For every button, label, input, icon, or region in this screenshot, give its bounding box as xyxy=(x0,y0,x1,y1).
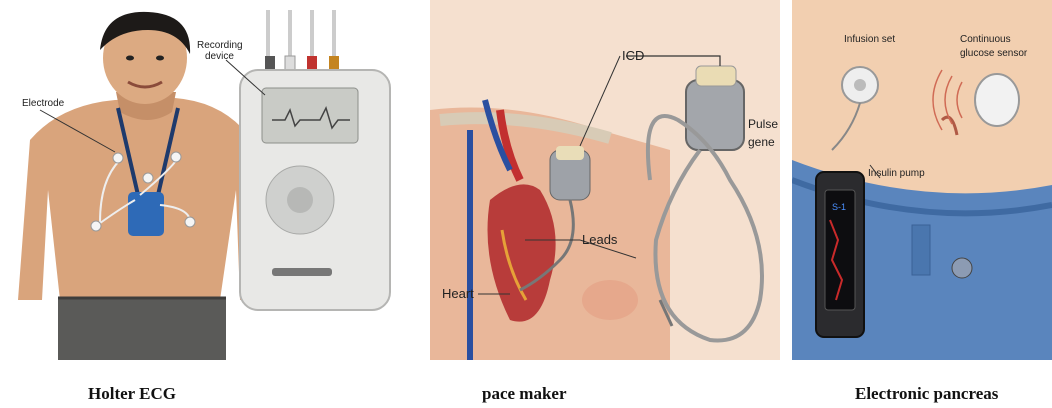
pulse-generator-label-line1: Pulse xyxy=(748,117,778,131)
recording-device xyxy=(240,10,390,310)
caption-pace-maker: pace maker xyxy=(482,384,567,404)
icd-label: ICD xyxy=(622,48,644,63)
glucose-sensor-label-line1: Continuous xyxy=(960,34,1011,45)
insulin-pump-label: Insulin pump xyxy=(868,168,925,179)
infusion-set-label: Infusion set xyxy=(844,34,895,45)
caption-electronic-pancreas: Electronic pancreas xyxy=(855,384,998,404)
recording-device-label-line2: device xyxy=(205,51,234,62)
caption-holter-ecg: Holter ECG xyxy=(88,384,176,404)
pump-screen-text: S-1 xyxy=(832,202,846,212)
recording-device-label-line1: Recording xyxy=(197,40,243,51)
leads-label: Leads xyxy=(582,232,618,247)
electrode-label: Electrode xyxy=(22,98,65,109)
man-figure xyxy=(18,12,262,360)
glucose-sensor-label-line2: glucose sensor xyxy=(960,48,1028,59)
pacemaker-illustration: ICD Pulse gene Leads Heart xyxy=(430,0,780,360)
holter-ecg-illustration: Electrode Recording device xyxy=(0,0,395,360)
chest-anatomy xyxy=(430,0,780,360)
electronic-pancreas-illustration: S-1 Infusion set Continuous glucose sens… xyxy=(792,0,1052,360)
pulse-generator-label-line2: gene xyxy=(748,135,775,149)
heart-label: Heart xyxy=(442,286,474,301)
insulin-pump: S-1 xyxy=(816,172,864,337)
